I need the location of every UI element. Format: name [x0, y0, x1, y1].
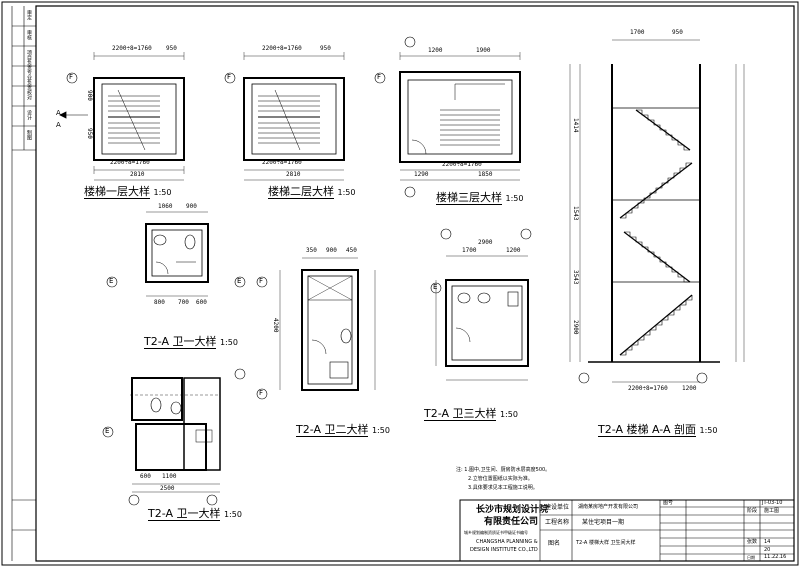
axis-label: A: [56, 109, 61, 117]
dim: 2200÷8=1760: [442, 161, 482, 168]
strip-label: 设计: [26, 110, 32, 120]
dim: 2810: [130, 171, 145, 178]
strip-label: 项目负责: [26, 50, 32, 70]
axis-label: E: [105, 427, 110, 435]
dim: 950: [166, 45, 177, 52]
axis-label: F: [259, 277, 264, 285]
company-en-1: CHANGSHA PLANNING &: [476, 539, 538, 545]
stage-value: 施工图: [764, 508, 780, 514]
axis-label: F: [377, 73, 382, 81]
dim: 2200÷8=1760: [112, 45, 152, 52]
t2-bath-plan: [301, 269, 359, 391]
dim: 1100: [162, 473, 177, 480]
dim: 1414: [572, 118, 579, 133]
dim: 600: [196, 299, 207, 306]
dim: 600: [140, 473, 151, 480]
ver-value: 20: [764, 547, 771, 553]
sheet-value: 14: [764, 539, 771, 545]
t3-bath-plan: [445, 279, 529, 367]
dim: 4200: [272, 318, 279, 333]
dim: 1700: [630, 29, 645, 36]
stair3-title: 楼梯三层大样 1:50: [436, 191, 524, 205]
dim: 2200÷8=1760: [262, 159, 302, 166]
dim: 1200: [428, 47, 443, 54]
t3-title: T2-A 卫三大样 1:50: [424, 407, 518, 421]
t4-bath-plan: [130, 377, 221, 471]
dim: 2200÷8=1760: [628, 385, 668, 392]
strip-label: 审定: [26, 10, 32, 20]
title-block: [459, 499, 795, 562]
axis-label: E: [433, 283, 438, 291]
dim: 950: [86, 128, 93, 139]
dim: 3543: [572, 270, 579, 285]
project-value: 某住宅项目一期: [582, 519, 625, 526]
no-label: 图号: [663, 500, 674, 506]
dim: 1700: [462, 247, 477, 254]
dim: 1200: [682, 385, 697, 392]
project-label: 工程名称: [545, 519, 570, 526]
stair3-plan: [399, 71, 521, 163]
axis-label: E: [237, 277, 242, 285]
note-line: 2.立管位置图纸以实际为准。: [468, 476, 533, 482]
dim: 900: [186, 203, 197, 210]
dim: 950: [320, 45, 331, 52]
strip-label: 制图: [26, 130, 32, 140]
axis-label: E: [109, 277, 114, 285]
dim: 2500: [160, 485, 175, 492]
stage-label: 阶段: [747, 508, 758, 514]
company-cert: 城乡规划编制资质证书甲级证书编号: [464, 530, 528, 535]
t1-title: T2-A 卫一大样 1:50: [144, 335, 238, 349]
date-value: 11.22.16: [764, 554, 787, 560]
stair2-title: 楼梯二层大样 1:50: [268, 185, 356, 199]
stair1-plan: [59, 77, 185, 161]
drawing-value: T2-A 楼梯大样 卫生间大样: [576, 540, 636, 546]
dim: 800: [154, 299, 165, 306]
t4-title: T2-A 卫一大样 1:50: [148, 507, 242, 521]
strip-label: 校对: [26, 90, 32, 100]
axis-label: F: [227, 73, 232, 81]
company-name: 长沙市规划设计院: [476, 505, 549, 515]
axis-label: F: [69, 73, 74, 81]
dim: 1290: [414, 171, 429, 178]
drawing-frame: [35, 5, 795, 562]
strip-label: 审核: [26, 30, 32, 40]
axis-label: A: [56, 121, 61, 129]
client-label: 建设单位: [545, 504, 570, 511]
dim: 350: [306, 247, 317, 254]
dim: 1060: [158, 203, 173, 210]
dim: 1543: [572, 206, 579, 221]
client-value: 湖南某房地产开发有限公司: [578, 504, 639, 510]
dim: 900: [86, 90, 93, 101]
section-title: T2-A 楼梯 A-A 剖面 1:50: [598, 423, 718, 437]
no-value: JT-03-10: [762, 500, 783, 506]
dim: 900: [326, 247, 337, 254]
dim: 950: [672, 29, 683, 36]
note-line: 注: 1.图中,卫生间、厨房防水层高度500。: [456, 467, 551, 473]
note-line: 3.具体要求见本工程施工说明。: [468, 485, 538, 491]
stair1-title: 楼梯一层大样 1:50: [84, 185, 172, 199]
t2-title: T2-A 卫二大样 1:50: [296, 423, 390, 437]
drawing-label: 图名: [548, 540, 561, 547]
axis-label: F: [259, 389, 264, 397]
dim: 1850: [478, 171, 493, 178]
dim: 2810: [286, 171, 301, 178]
sheet-label: 张数: [747, 539, 758, 545]
dim: 700: [178, 299, 189, 306]
stair2-plan: [243, 77, 345, 161]
dim: 450: [346, 247, 357, 254]
stair-section: [588, 64, 720, 363]
dim: 2900: [572, 320, 579, 335]
dim: 2200÷8=1760: [110, 159, 150, 166]
company-name-2: 有限责任公司: [484, 517, 539, 527]
dim: 1200: [506, 247, 521, 254]
strip-label: 专业负责: [26, 70, 32, 90]
dim: 2900: [478, 239, 493, 246]
company-en-2: DESIGN INSTITUTE CO.,LTD: [470, 547, 538, 553]
dim: 2200÷8=1760: [262, 45, 302, 52]
t1-bath-plan: [145, 223, 209, 283]
date-label: 日期: [747, 555, 755, 560]
dim: 1900: [476, 47, 491, 54]
